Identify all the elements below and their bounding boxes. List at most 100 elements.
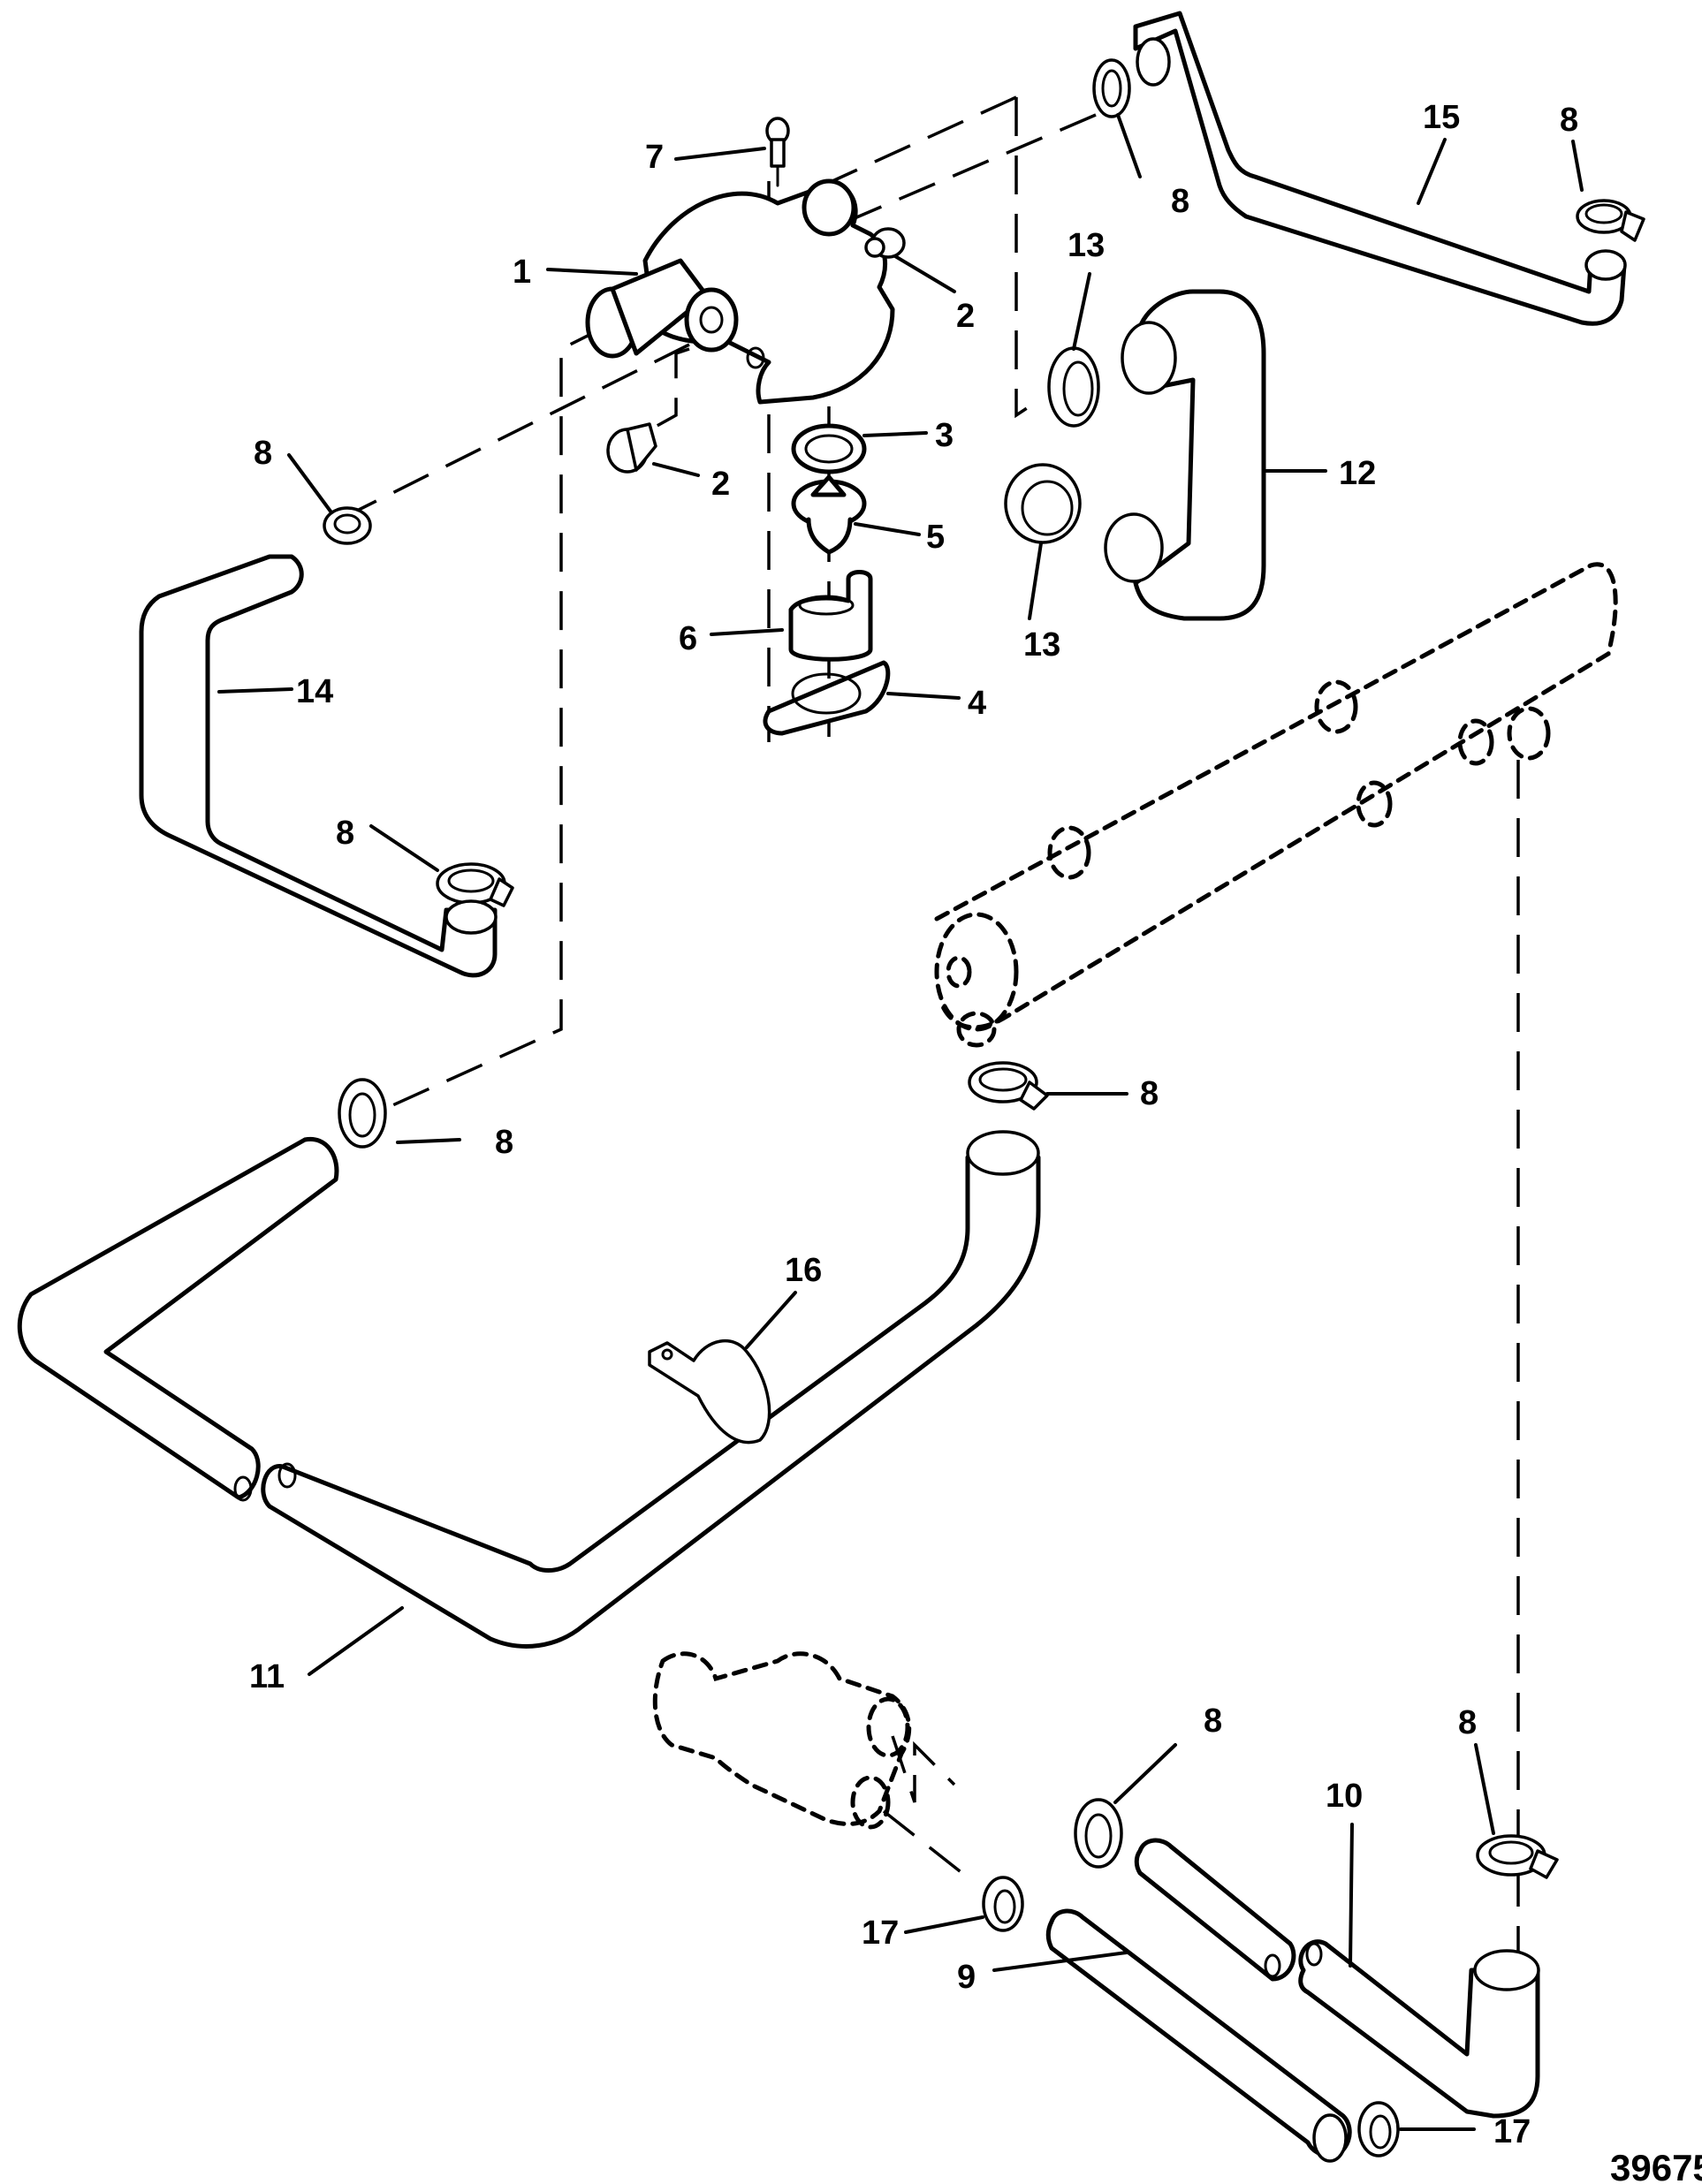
thermostat[interactable] (791, 474, 867, 555)
callout-15: 15 (1423, 99, 1460, 136)
small-clamp-right[interactable] (1357, 2101, 1400, 2157)
figure-id: 39675 (1610, 2147, 1702, 2184)
hose-15-end-right (1584, 249, 1627, 281)
leader-2a (893, 254, 956, 293)
callout-9: 9 (957, 1959, 976, 1996)
callout-8a: 8 (1171, 183, 1189, 220)
leader-7 (674, 147, 766, 161)
thermostat-housing[interactable] (585, 178, 895, 405)
leader-15 (1417, 138, 1447, 205)
plug-right[interactable] (864, 227, 906, 259)
leader-8a (1116, 113, 1142, 178)
leader-13b (1028, 542, 1043, 620)
clamp-upper[interactable] (1047, 346, 1100, 428)
hose-15-end-left (1136, 37, 1171, 87)
hose-long[interactable] (17, 1130, 1041, 1649)
housing-outlet-top (802, 178, 856, 237)
callout-8g: 8 (1204, 1702, 1222, 1740)
callout-12: 12 (1339, 455, 1376, 492)
hose-clamp-left-upper[interactable] (323, 506, 372, 545)
leader-10 (1349, 1823, 1354, 1968)
callout-3: 3 (935, 417, 954, 454)
leader-2b (652, 462, 700, 477)
hose-clamp-bottom-right[interactable] (1476, 1834, 1559, 1879)
hose-retaining-clip[interactable] (648, 1338, 771, 1445)
hose-14-end (444, 899, 498, 935)
hose-12-end-bottom (1104, 512, 1164, 583)
leader-9 (992, 1951, 1128, 1972)
callout-11: 11 (249, 1658, 285, 1695)
callout-8h: 8 (1458, 1704, 1477, 1741)
housing-outlet-center (684, 287, 739, 353)
callout-8e: 8 (495, 1124, 513, 1161)
hose-11-end-right (966, 1130, 1040, 1176)
guide-pump-to-clamp8 (891, 1735, 956, 1803)
callout-labels: 1 2 2 3 4 5 6 7 8 8 8 8 8 8 8 8 9 10 11 … (249, 99, 1702, 2184)
callout-1: 1 (513, 254, 531, 291)
guide-plug2-left (635, 347, 690, 439)
bolt[interactable] (765, 117, 790, 187)
leader-lines (217, 113, 1584, 2131)
exhaust-manifold (934, 562, 1618, 1048)
callout-17b: 17 (1493, 2113, 1531, 2150)
leader-1 (546, 268, 638, 276)
callout-8f: 8 (1140, 1075, 1159, 1112)
guide-housing-to-clamp8-top-b (847, 113, 1097, 223)
seal-ring[interactable] (791, 423, 867, 474)
hose-left-elbow[interactable] (139, 554, 498, 978)
hose-clamp-left-lower[interactable] (436, 862, 514, 907)
hose-u-bend[interactable] (1104, 289, 1266, 621)
seawater-pump (652, 1651, 912, 1830)
leader-5 (854, 522, 921, 536)
leader-8b (1571, 140, 1584, 192)
leader-13a (1072, 272, 1091, 351)
assembly-guide-lines (335, 95, 1520, 1979)
leader-4 (886, 692, 961, 700)
callout-14: 14 (296, 673, 333, 710)
callout-7: 7 (645, 139, 664, 176)
callout-8c: 8 (254, 435, 272, 472)
callout-5: 5 (926, 519, 945, 556)
hose-clamp-manifold[interactable] (968, 1061, 1049, 1111)
callout-8d: 8 (336, 815, 354, 852)
hose-upper-right[interactable] (1133, 11, 1627, 326)
guide-housing-to-hose11 (335, 325, 606, 1133)
hose-straight[interactable] (1045, 1908, 1352, 2163)
leader-14 (217, 687, 293, 694)
callout-8b: 8 (1560, 102, 1578, 139)
callout-17a: 17 (862, 1915, 899, 1952)
leader-8c (287, 453, 333, 514)
hose-clamp-hose-11[interactable] (338, 1078, 387, 1149)
callout-13b: 13 (1023, 626, 1060, 664)
leader-8e (396, 1138, 461, 1144)
leader-8g (1113, 1743, 1177, 1804)
leader-11 (308, 1606, 404, 1676)
hose-9-end (1312, 2113, 1348, 2163)
hose-clamp-top[interactable] (1092, 58, 1131, 118)
small-clamp-left[interactable] (982, 1876, 1024, 1932)
plug-left[interactable] (606, 422, 657, 474)
hose-clamp-top-right[interactable] (1576, 199, 1645, 242)
guide-pump-to-clamp17 (882, 1809, 969, 1879)
gasket[interactable] (763, 660, 891, 736)
callout-6: 6 (679, 620, 697, 657)
callout-16: 16 (785, 1252, 822, 1289)
callout-13a: 13 (1068, 227, 1105, 264)
leader-8h (1474, 1743, 1495, 1835)
thermostat-sleeve[interactable] (788, 570, 873, 662)
callout-2b: 2 (711, 466, 730, 503)
hose-clamp-pump[interactable] (1074, 1798, 1123, 1869)
hose-elbow-lower[interactable] (1134, 1838, 1540, 2119)
guide-housing-to-clamp8-top (812, 95, 1017, 192)
clamp-lower[interactable] (1004, 463, 1082, 544)
leader-8d (369, 824, 439, 872)
leader-17a (904, 1915, 984, 1934)
guide-housing-to-hose14 (353, 343, 690, 514)
leader-3 (862, 431, 928, 437)
leader-16 (745, 1291, 797, 1349)
hose-12-end-top (1121, 321, 1177, 395)
callout-4: 4 (968, 685, 986, 722)
hose-10-end (1473, 1949, 1540, 1991)
guide-housing-to-hose15 (1014, 97, 1030, 419)
